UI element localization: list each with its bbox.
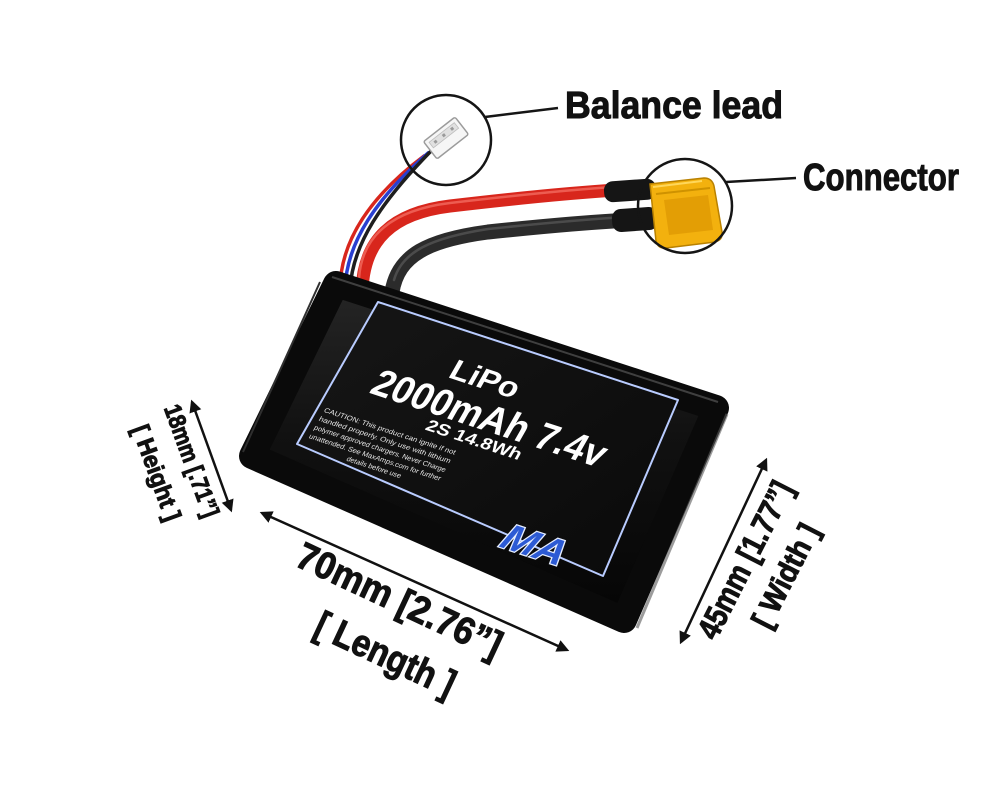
balance-connector-pin [433,139,438,144]
power-wire-negative [384,212,638,300]
connector-highlight [652,180,703,188]
power-wire-negative-highlight [392,215,628,282]
xt60-connector [603,177,723,249]
width-arrow [679,457,768,645]
connector-leader-line [725,176,797,184]
length-arrow [259,511,570,652]
battery-top-edge-highlight [331,276,719,403]
negative-heat-shrink [611,207,659,232]
connector-highlight-circle [636,157,734,255]
balance-lead-label: Balance lead [565,85,783,127]
balance-lead-leader-line [484,106,559,119]
width-dimension: 45mm [1.77”] [ Width ] [679,457,827,645]
power-wire-positive-highlight [357,185,616,280]
balance-lead-callout: Balance lead [399,85,784,187]
balance-wire-black [348,148,434,292]
balance-lead-wires [338,148,434,292]
positive-heat-shrink [603,178,657,203]
balance-lead-highlight-circle [399,93,493,187]
connector-ridge [655,187,711,195]
height-dimension: 18mm [.71”] [ Height ] [126,399,234,525]
power-leads [355,183,638,300]
battery-left-edge-highlight [242,281,321,453]
balance-connector-pin [441,133,446,138]
height-arrow [189,399,234,513]
balance-connector [423,117,469,159]
power-wire-positive [355,183,625,297]
battery-label-border [296,301,679,577]
connector-callout: Connector [603,157,960,255]
balance-connector-pin [450,126,455,131]
connector-label: Connector [803,157,959,199]
connector-recess [664,195,713,235]
